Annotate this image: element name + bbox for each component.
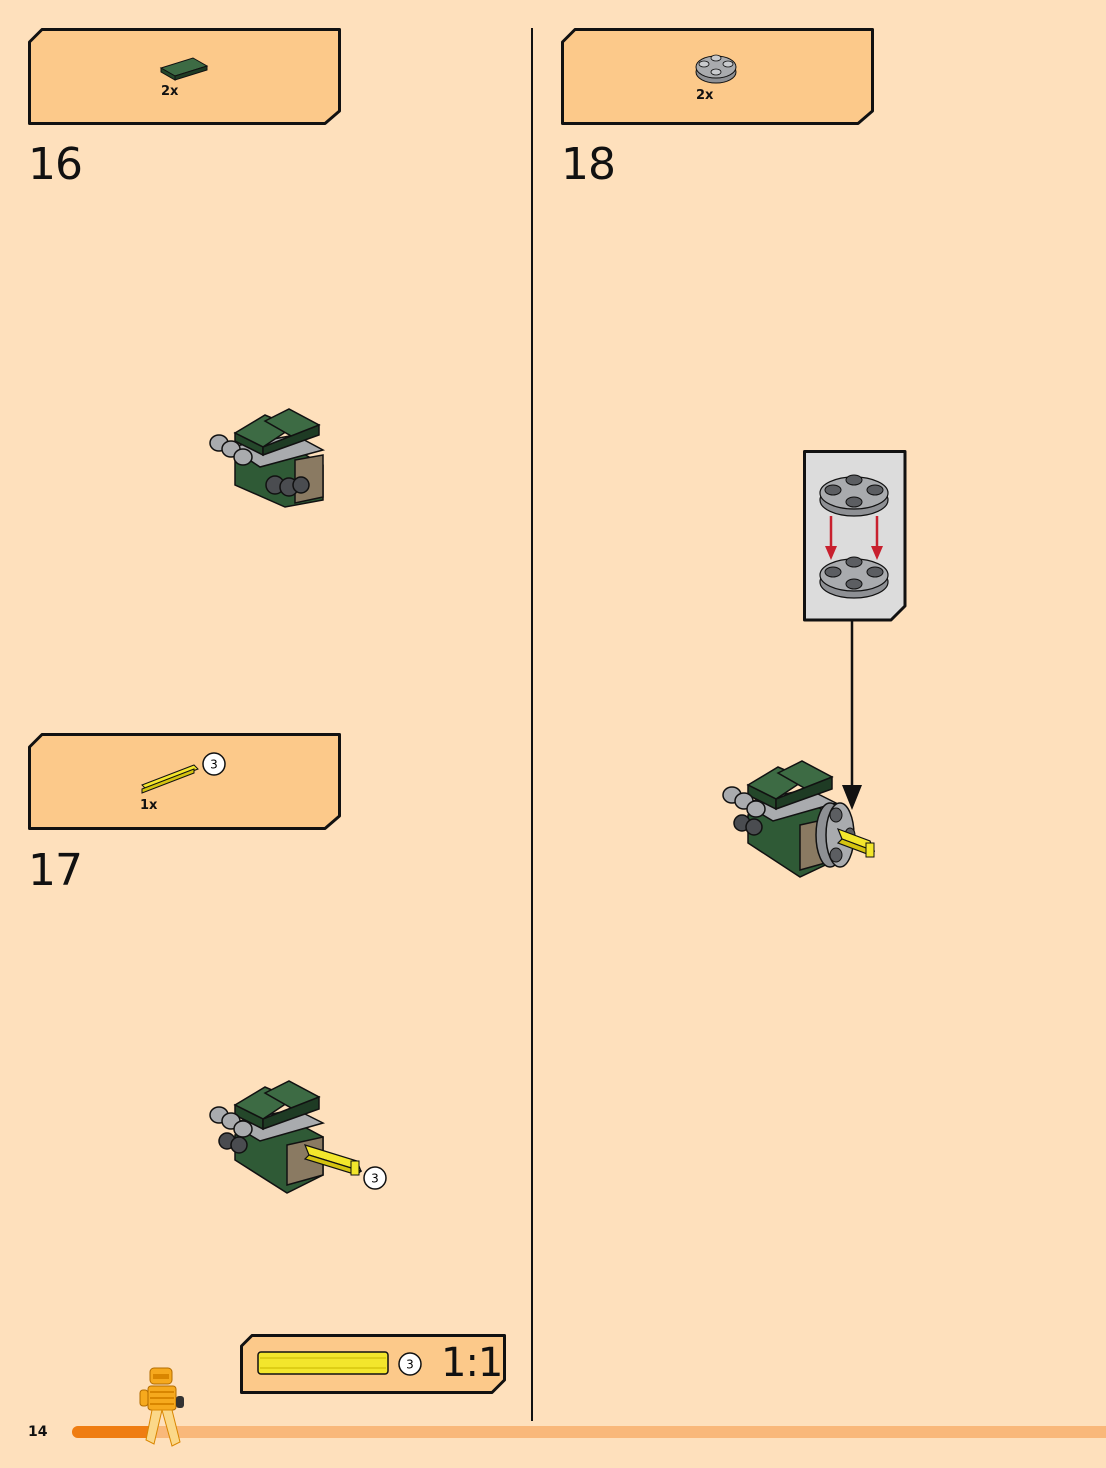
progress-fill bbox=[72, 1426, 155, 1438]
length-badge-text: 3 bbox=[210, 758, 218, 772]
scale-label: 1:1 bbox=[441, 1340, 503, 1386]
page-number: 14 bbox=[28, 1424, 48, 1440]
subassembly-callout bbox=[803, 450, 907, 622]
part-quantity: 2x bbox=[696, 88, 714, 103]
progress-bar bbox=[72, 1426, 1106, 1438]
column-divider bbox=[531, 28, 533, 1421]
yellow-axle-icon bbox=[141, 764, 199, 794]
green-tile-icon bbox=[159, 57, 209, 81]
part-quantity: 1x bbox=[140, 798, 158, 813]
scale-box: 3 1:1 bbox=[240, 1334, 506, 1394]
gray-round-plate-icon bbox=[695, 54, 737, 84]
model-step-17 bbox=[209, 1080, 363, 1194]
length-badge-text: 3 bbox=[371, 1172, 379, 1186]
model-step-16 bbox=[209, 408, 326, 508]
step-number: 16 bbox=[28, 139, 83, 190]
model-step-18 bbox=[722, 760, 876, 878]
length-badge: 3 bbox=[363, 1166, 387, 1190]
step-number: 18 bbox=[561, 139, 616, 190]
minifigure-icon bbox=[139, 1367, 184, 1447]
attach-arrow bbox=[842, 620, 862, 810]
parts-callout-step-18: 2x bbox=[561, 28, 874, 125]
parts-callout-step-16: 2x bbox=[28, 28, 341, 125]
length-badge: 3 bbox=[202, 752, 226, 776]
step-number: 17 bbox=[28, 845, 83, 896]
length-badge-text: 3 bbox=[406, 1358, 414, 1372]
parts-callout-step-17: 3 1x bbox=[28, 733, 341, 830]
part-quantity: 2x bbox=[161, 84, 179, 99]
length-badge: 3 bbox=[398, 1352, 422, 1376]
